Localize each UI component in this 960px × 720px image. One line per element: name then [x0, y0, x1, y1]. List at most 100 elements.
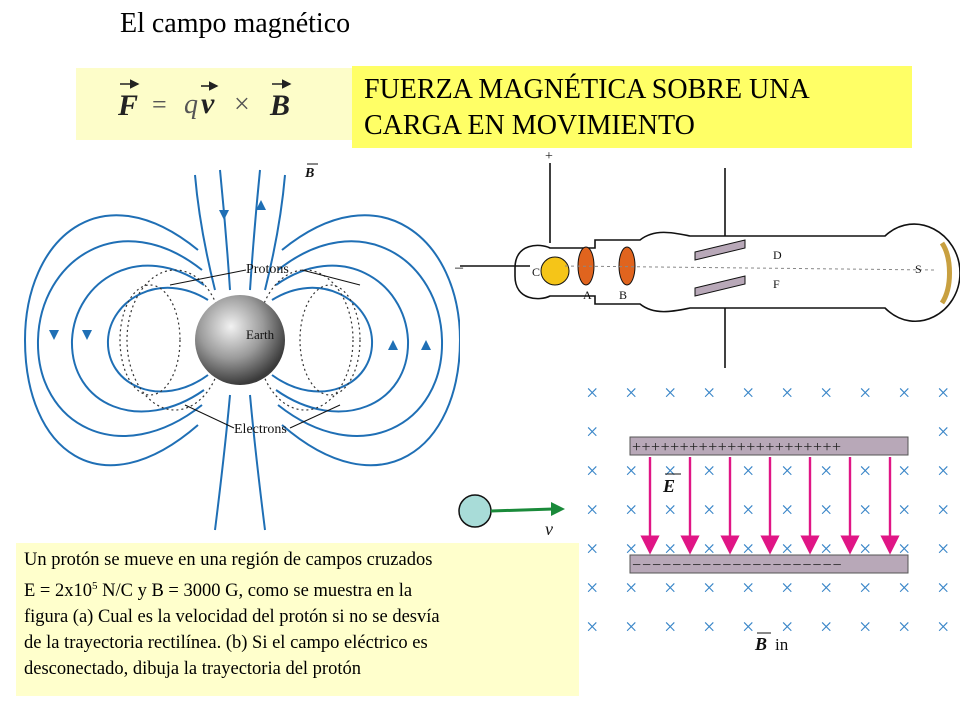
- b-cross-icon: ×: [937, 536, 949, 561]
- b-cross-icon: ×: [742, 497, 754, 522]
- b-cross-icon: ×: [586, 575, 598, 600]
- formula-v: v: [201, 87, 215, 120]
- b-cross-icon: ×: [781, 458, 793, 483]
- negative-plate: [629, 554, 909, 574]
- e-field-lines: [640, 457, 900, 555]
- problem-line-1: Un protón se mueve en una región de camp…: [24, 550, 433, 570]
- b-field-label: B: [304, 166, 314, 181]
- b-field-crosses: × × × × × × × × × × × × × × × × × × × × × × × × × × × × × × × × × × × × × × × ×…: [586, 380, 949, 639]
- positive-plate: [629, 436, 909, 456]
- b-cross-icon: ×: [937, 497, 949, 522]
- b-cross-icon: ×: [586, 536, 598, 561]
- b-in-label: B: [754, 634, 767, 654]
- problem-statement: Un protón se mueve en una región de camp…: [16, 543, 579, 696]
- label-b: B: [619, 288, 627, 302]
- plus-terminal: +: [545, 149, 553, 164]
- b-cross-icon: ×: [625, 614, 637, 639]
- b-cross-icon: ×: [742, 575, 754, 600]
- b-cross-icon: ×: [859, 380, 871, 405]
- b-cross-icon: ×: [859, 614, 871, 639]
- b-cross-icon: ×: [742, 458, 754, 483]
- b-cross-icon: ×: [586, 380, 598, 405]
- b-cross-icon: ×: [937, 614, 949, 639]
- problem-line-4: de la trayectoria rectilínea. (b) Si el …: [24, 633, 428, 654]
- b-cross-icon: ×: [586, 458, 598, 483]
- label-a: A: [583, 288, 592, 302]
- b-cross-icon: ×: [898, 575, 910, 600]
- label-s: S: [915, 262, 922, 276]
- b-cross-icon: ×: [586, 419, 598, 444]
- b-cross-icon: ×: [742, 380, 754, 405]
- b-cross-icon: ×: [625, 380, 637, 405]
- b-cross-icon: ×: [703, 380, 715, 405]
- b-cross-icon: ×: [703, 497, 715, 522]
- earth-globe: [195, 295, 285, 385]
- minus-terminal: –: [455, 259, 464, 276]
- b-cross-icon: ×: [898, 380, 910, 405]
- b-cross-icon: ×: [664, 614, 676, 639]
- b-cross-icon: ×: [937, 458, 949, 483]
- b-cross-icon: ×: [898, 458, 910, 483]
- b-cross-icon: ×: [781, 380, 793, 405]
- electrons-label: Electrons: [234, 422, 287, 437]
- b-cross-icon: ×: [859, 497, 871, 522]
- b-cross-icon: ×: [781, 497, 793, 522]
- problem-line-5: desconectado, dibuja la trayectoria del …: [24, 659, 361, 680]
- proton-icon: [458, 494, 492, 528]
- field-lines: [23, 169, 460, 531]
- b-cross-icon: ×: [820, 497, 832, 522]
- e-field-label: E: [662, 476, 675, 496]
- slide-title: El campo magnético: [120, 8, 351, 39]
- b-cross-icon: ×: [820, 614, 832, 639]
- b-cross-icon: ×: [586, 614, 598, 639]
- b-cross-icon: ×: [937, 419, 949, 444]
- b-cross-icon: ×: [703, 614, 715, 639]
- b-cross-icon: ×: [664, 458, 676, 483]
- electrodes: [540, 239, 952, 305]
- crossed-fields-figure: × × × × × × × × × × × × × × × × × × × × × × × × × × × × × × × × × × × × × × × ×…: [586, 380, 949, 654]
- b-cross-icon: ×: [859, 458, 871, 483]
- velocity-label: v: [545, 519, 553, 539]
- b-cross-icon: ×: [781, 614, 793, 639]
- thomson-tube-figure: + – C A B D F S: [455, 149, 960, 368]
- b-cross-icon: ×: [859, 575, 871, 600]
- protons-label: Protons: [246, 262, 289, 277]
- velocity-arrow-icon: [551, 502, 565, 516]
- b-cross-icon: ×: [820, 575, 832, 600]
- b-cross-icon: ×: [820, 380, 832, 405]
- problem-line-2: E = 2x105 N/C y B = 3000 G, como se mues…: [24, 580, 413, 602]
- formula-b: B: [269, 89, 290, 122]
- label-leaders: [169, 269, 361, 429]
- label-d: D: [773, 248, 782, 262]
- earth-magnetosphere-figure: Earth Protons Electrons B: [23, 163, 460, 531]
- b-cross-icon: ×: [937, 380, 949, 405]
- lorentz-formula: F = q v × B: [117, 79, 292, 122]
- problem-line-3: figura (a) Cual es la velocidad del prot…: [24, 607, 440, 628]
- b-cross-icon: ×: [937, 575, 949, 600]
- proton-velocity-figure: v: [458, 494, 565, 539]
- b-cross-icon: ×: [625, 575, 637, 600]
- formula-f: F: [117, 89, 138, 122]
- b-cross-icon: ×: [898, 497, 910, 522]
- b-cross-icon: ×: [781, 575, 793, 600]
- b-cross-icon: ×: [625, 458, 637, 483]
- b-cross-icon: ×: [664, 575, 676, 600]
- b-cross-icon: ×: [742, 614, 754, 639]
- field-arrows: [49, 200, 431, 350]
- formula-equals: =: [152, 90, 167, 119]
- heading-banner: FUERZA MAGNÉTICA SOBRE UNA CARGA EN MOVI…: [352, 66, 912, 148]
- b-in-suffix: in: [775, 635, 789, 654]
- formula-times: ×: [234, 89, 250, 120]
- earth-label: Earth: [246, 327, 275, 342]
- positive-plate-signs: ++++++++++++++++++++++: [632, 439, 842, 456]
- b-cross-icon: ×: [703, 575, 715, 600]
- b-cross-icon: ×: [820, 458, 832, 483]
- b-cross-icon: ×: [586, 497, 598, 522]
- b-cross-icon: ×: [898, 614, 910, 639]
- label-c: C: [532, 265, 540, 279]
- formula-box: F = q v × B: [76, 68, 374, 140]
- b-cross-icon: ×: [625, 497, 637, 522]
- label-f: F: [773, 277, 780, 291]
- b-cross-icon: ×: [664, 497, 676, 522]
- formula-q: q: [184, 89, 198, 120]
